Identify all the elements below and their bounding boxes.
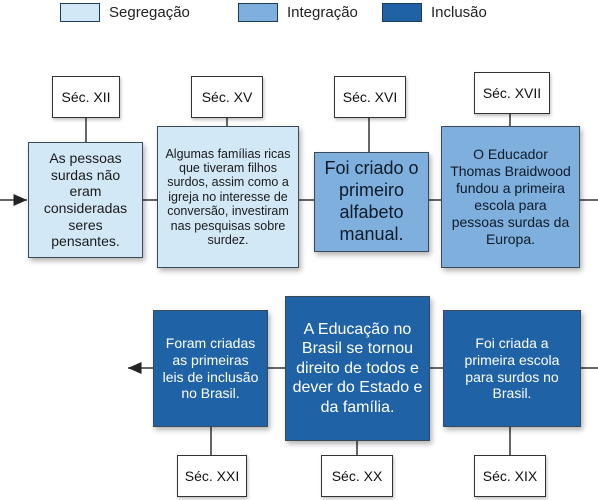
legend: Segregação Integração Inclusão	[0, 3, 598, 25]
century-label-xxi: Séc. XXI	[177, 455, 247, 497]
event-box-xii: As pessoas surdas não eram consideradas …	[28, 142, 143, 258]
legend-label-inclusao: Inclusão	[431, 4, 487, 21]
legend-label-integracao: Integração	[287, 4, 358, 21]
event-box-xv: Algumas famílias ricas que tiveram filho…	[157, 126, 299, 268]
legend-item-inclusao: Inclusão	[382, 3, 487, 22]
century-label-xvi: Séc. XVI	[334, 76, 406, 118]
event-box-xvii: O Educador Thomas Braidwood fundou a pri…	[441, 126, 580, 268]
legend-label-segregacao: Segregação	[109, 4, 190, 21]
century-label-xv: Séc. XV	[191, 76, 263, 118]
century-label-xvii: Séc. XVII	[474, 72, 550, 114]
event-box-xvi: Foi criado o primeiro alfabeto manual.	[314, 152, 429, 252]
legend-item-integracao: Integração	[238, 3, 358, 22]
legend-swatch-inclusao	[382, 3, 422, 22]
legend-item-segregacao: Segregação	[60, 3, 190, 22]
event-box-xix: Foi criada a primeira escola para surdos…	[443, 310, 581, 427]
century-label-xii: Séc. XII	[52, 76, 120, 118]
legend-swatch-segregacao	[60, 3, 100, 22]
century-label-xix: Séc. XIX	[474, 455, 546, 497]
event-box-xx: A Educação no Brasil se tornou direito d…	[285, 296, 430, 441]
connector-17-19	[580, 199, 598, 369]
event-box-xxi: Foram criadas as primeiras leis de inclu…	[153, 310, 268, 427]
legend-swatch-integracao	[238, 3, 278, 22]
century-label-xx: Séc. XX	[321, 455, 393, 497]
